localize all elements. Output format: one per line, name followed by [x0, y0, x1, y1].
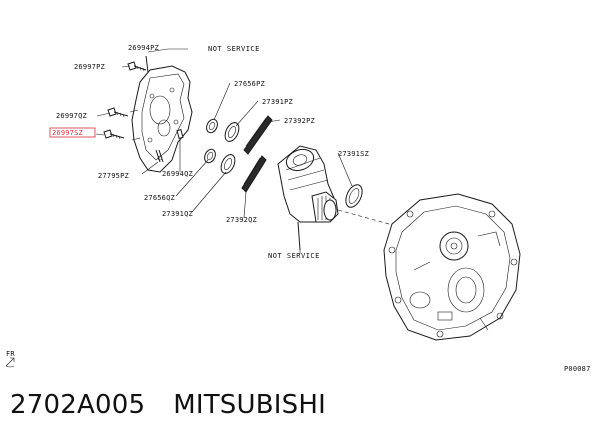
- ring-27391sz: [345, 184, 363, 208]
- transmission-case: [383, 193, 521, 341]
- dowel-pin-27795pz: [155, 149, 164, 163]
- bearing-27391qz: [220, 154, 236, 174]
- transfer-cover-housing: [129, 65, 193, 173]
- pin-26994qz: [176, 129, 184, 139]
- label-27391qz: 27391QZ: [162, 210, 193, 218]
- label-26997pz: 26997PZ: [74, 63, 105, 71]
- brand-name: MITSUBISHI: [173, 390, 326, 420]
- label-27391pz: 27391PZ: [262, 98, 293, 106]
- front-direction-icon: FR: [5, 350, 15, 368]
- label-not-service-top: NOT SERVICE: [208, 45, 260, 53]
- label-not-service-bottom: NOT SERVICE: [268, 252, 320, 260]
- label-26997sz: 26997SZ: [52, 129, 83, 137]
- bolt-26997qz: [107, 107, 129, 118]
- bolt-26997pz: [127, 61, 147, 72]
- diagram-code: P00087: [564, 365, 591, 373]
- part-number: 2702A005: [10, 390, 146, 420]
- label-27392qz: 27392QZ: [226, 216, 257, 224]
- seal-27392qz: [241, 155, 267, 193]
- bolt-26997sz: [103, 129, 125, 140]
- label-26997qz: 26997QZ: [56, 112, 87, 120]
- highlight-box: [49, 127, 96, 138]
- bearing-27391pz: [224, 122, 240, 142]
- bearing-race-27656pz: [206, 118, 218, 134]
- label-27656qz: 27656QZ: [144, 194, 175, 202]
- label-26994pz: 26994PZ: [128, 44, 159, 52]
- bearing-race-27656qz: [204, 148, 216, 164]
- transfer-gear-assembly: [277, 145, 339, 251]
- seal-27392pz: [243, 115, 273, 155]
- leader-lines: [95, 48, 353, 254]
- svg-text:FR: FR: [6, 350, 15, 358]
- caption: 2702A005 MITSUBISHI: [10, 390, 590, 430]
- label-27656pz: 27656PZ: [234, 80, 265, 88]
- label-26994qz: 26994QZ: [162, 170, 193, 178]
- label-27795pz: 27795PZ: [98, 172, 129, 180]
- pin-26994pz: [145, 55, 149, 73]
- parts-diagram: 26994PZ NOT SERVICE 26997PZ 27656PZ 2739…: [5, 44, 591, 373]
- label-27391sz: 27391SZ: [338, 150, 369, 158]
- label-27392pz: 27392PZ: [284, 117, 315, 125]
